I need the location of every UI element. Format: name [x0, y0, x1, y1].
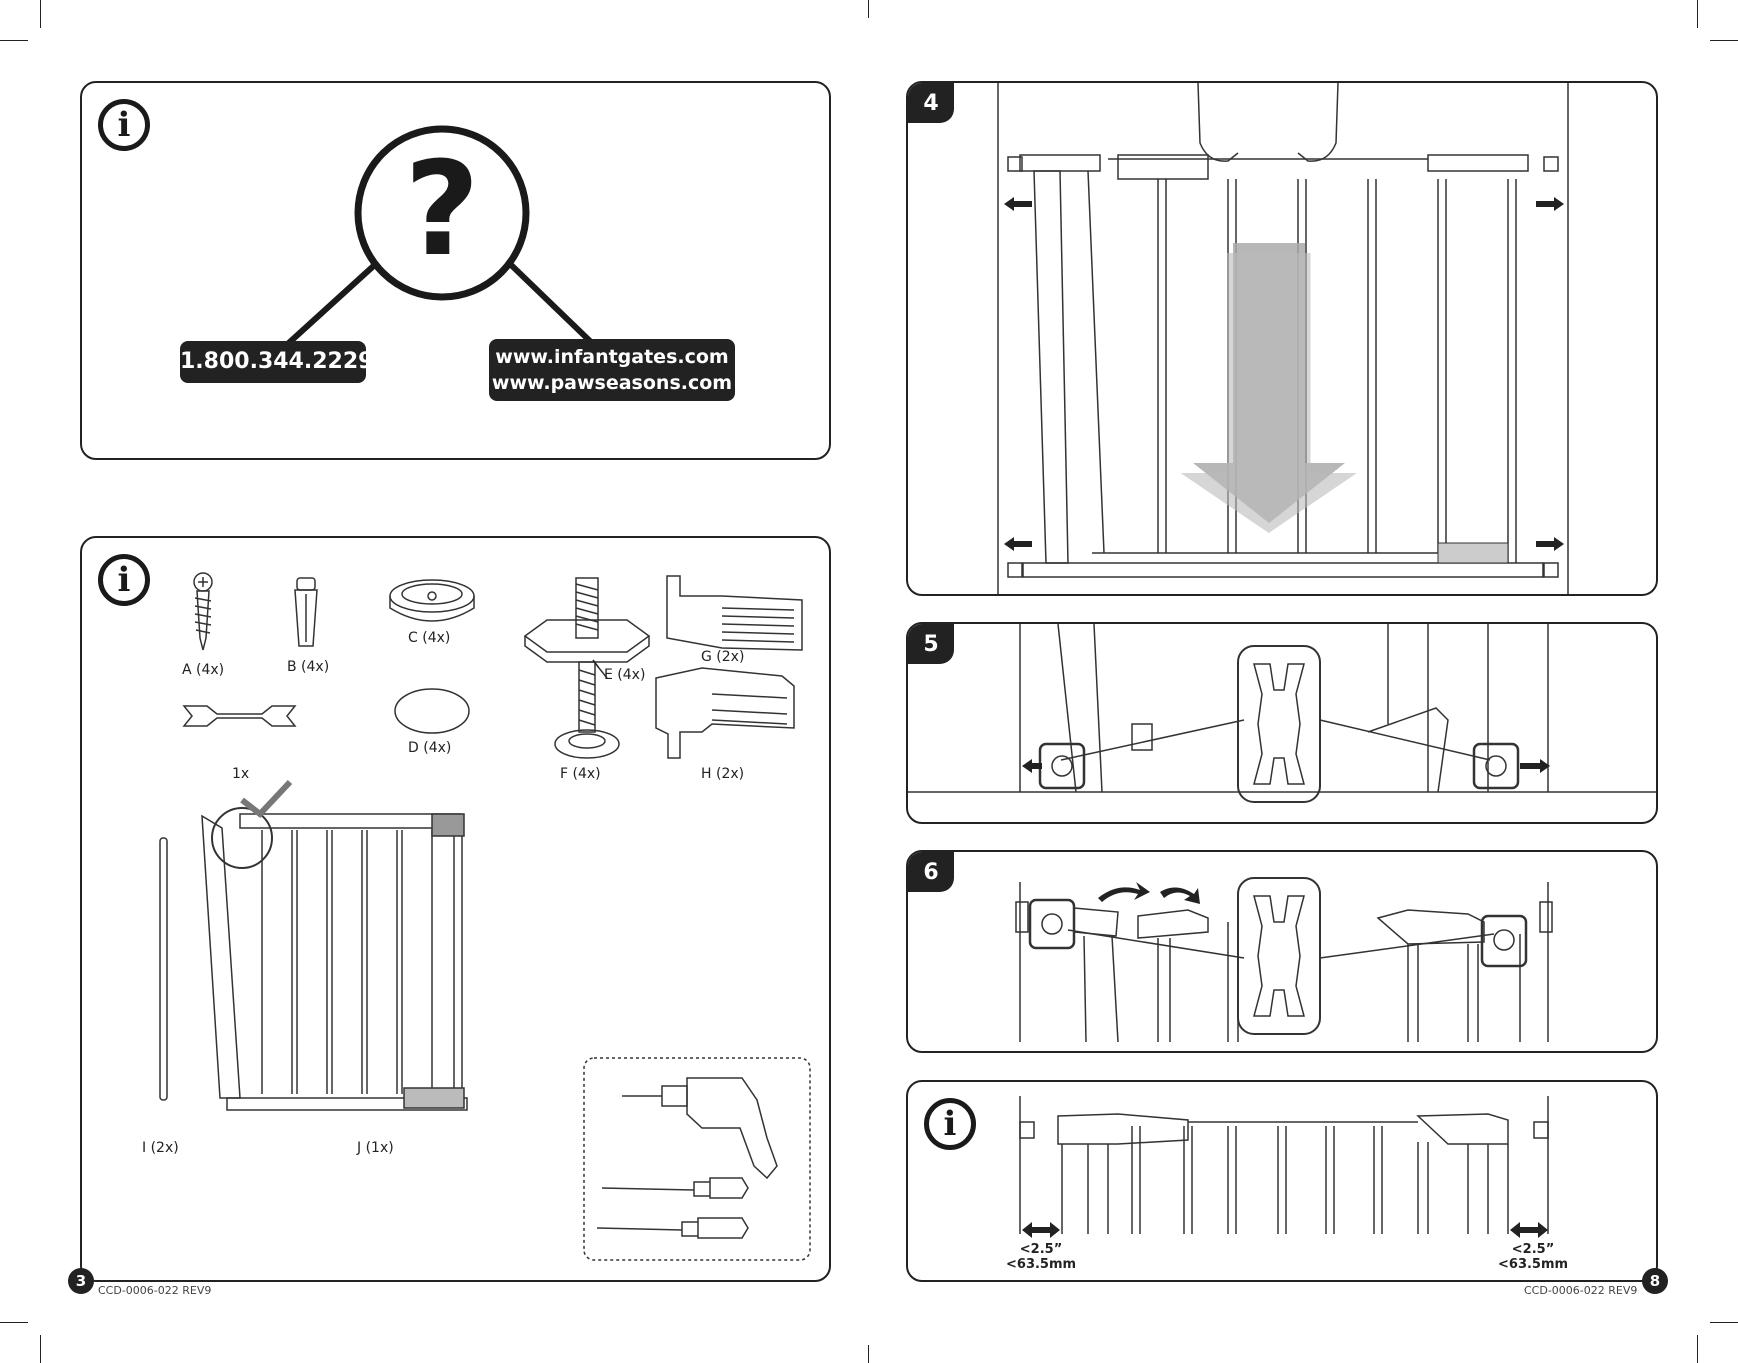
arrow-right-icon — [1536, 197, 1564, 211]
crop-mark — [1697, 0, 1698, 28]
step-number: 4 — [908, 83, 954, 123]
page-number-right: 8 — [1642, 1268, 1668, 1294]
help-panel: i ? 1.800.344.2229 www.infantgates.com w… — [80, 81, 831, 460]
step-6-diagram — [1015, 877, 1553, 1043]
part-label-i: I (2x) — [142, 1140, 179, 1156]
crop-mark — [40, 1335, 41, 1363]
arrow-right-icon — [1536, 537, 1564, 551]
arrow-left-icon — [1004, 197, 1032, 211]
website-link[interactable]: www.infantgates.com — [495, 346, 729, 368]
step-5-panel: 5 — [906, 622, 1658, 824]
info-icon: i — [924, 1098, 976, 1150]
gap-label-left: <2.5” <63.5mm — [1006, 1242, 1076, 1272]
gap-inches: <2.5” — [1511, 1242, 1555, 1257]
footer-code-right: CCD-0006-022 REV9 — [1524, 1284, 1638, 1297]
parts-diagram — [159, 572, 811, 1261]
step-number: 5 — [908, 624, 954, 664]
footer-code-left: CCD-0006-022 REV9 — [98, 1284, 212, 1297]
gap-info-panel: i <2.5” <63.5mm <2.5” <63.5mm — [906, 1080, 1658, 1282]
part-label-d: D (4x) — [408, 740, 452, 756]
step-4-diagram — [997, 83, 1569, 594]
question-mark-icon: ? — [404, 133, 480, 285]
parts-panel: i — [80, 536, 831, 1282]
crop-mark — [1710, 1322, 1738, 1323]
part-label-f: F (4x) — [560, 766, 601, 782]
check-icon — [240, 779, 293, 819]
gap-width-arrow-icon — [1510, 1222, 1548, 1238]
gap-diagram — [1019, 1096, 1549, 1238]
info-icon: i — [98, 99, 150, 151]
gap-width-arrow-icon — [1022, 1222, 1060, 1238]
arrow-right-icon — [1520, 759, 1550, 773]
phone-number: 1.800.344.2229 — [180, 341, 373, 383]
arrow-left-icon — [1022, 759, 1042, 773]
part-label-j: J (1x) — [357, 1140, 394, 1156]
crop-mark — [868, 1345, 869, 1363]
website-link[interactable]: www.pawseasons.com — [491, 372, 733, 394]
wrench-label: 1x — [232, 766, 250, 782]
gap-label-right: <2.5” <63.5mm — [1498, 1242, 1568, 1272]
crop-mark — [1710, 40, 1738, 41]
rotate-arrow-icon — [1160, 887, 1200, 904]
website-list: www.infantgates.com www.pawseasons.com — [489, 339, 735, 401]
part-label-h: H (2x) — [701, 766, 745, 782]
crop-mark — [0, 40, 28, 41]
crop-mark — [40, 0, 41, 28]
step-6-panel: 6 — [906, 850, 1658, 1053]
gap-mm: <63.5mm — [1006, 1257, 1077, 1272]
gap-inches: <2.5” — [1019, 1242, 1063, 1257]
part-label-e: E (4x) — [604, 667, 646, 683]
part-label-g: G (2x) — [701, 649, 745, 665]
step-5-diagram — [908, 624, 1656, 803]
crop-mark — [1697, 1335, 1698, 1363]
gap-mm: <63.5mm — [1498, 1257, 1569, 1272]
crop-mark — [868, 0, 869, 18]
step-number: 6 — [908, 852, 954, 892]
part-label-b: B (4x) — [287, 659, 330, 675]
crop-mark — [0, 1322, 28, 1323]
part-label-c: C (4x) — [408, 630, 451, 646]
arrow-left-icon — [1004, 537, 1032, 551]
part-label-a: A (4x) — [182, 662, 225, 678]
page-number-left: 3 — [68, 1268, 94, 1294]
step-4-panel: 4 — [906, 81, 1658, 596]
rotate-arrow-icon — [1098, 882, 1150, 902]
info-icon: i — [98, 554, 150, 606]
